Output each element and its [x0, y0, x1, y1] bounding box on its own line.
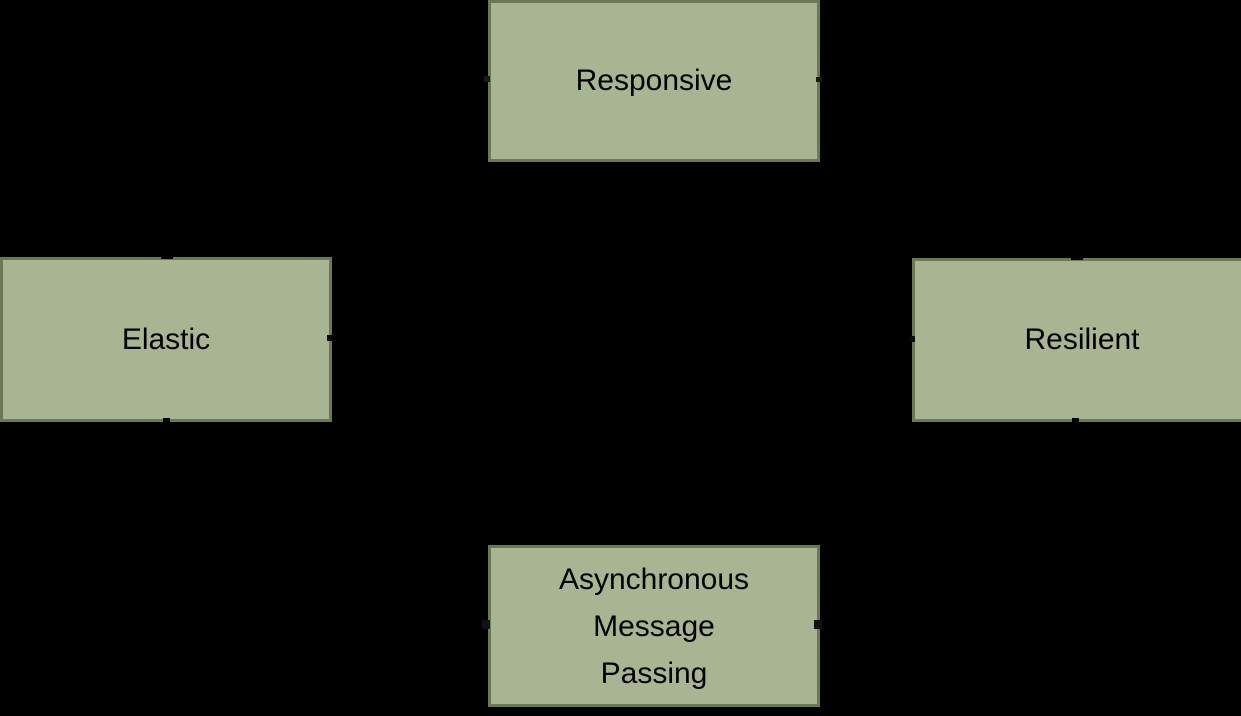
arrow-end-mark-elastic-bottom — [163, 418, 170, 422]
node-async-label-line-1: Asynchronous — [558, 562, 750, 596]
node-elastic: Elastic — [0, 257, 332, 422]
arrow-end-mark-responsive-right — [816, 77, 822, 82]
node-responsive-label: Responsive — [575, 64, 733, 97]
arrow-end-mark-resilient-bottom — [1072, 418, 1079, 422]
node-async-label: Asynchronous Message Passing — [559, 556, 749, 697]
arrow-end-mark-resilient-top — [1071, 256, 1083, 260]
arrow-end-mark-async-right — [814, 620, 822, 629]
arrow-end-mark-resilient-left — [910, 336, 915, 342]
arrow-end-mark-elastic-top — [161, 255, 173, 259]
arrow-end-mark-elastic-right — [327, 335, 332, 341]
node-elastic-label: Elastic — [121, 322, 211, 356]
node-responsive: Responsive — [488, 0, 820, 162]
arrow-end-mark-async-left — [482, 620, 490, 629]
node-async-label-line-2: Message — [593, 609, 715, 643]
node-async-label-line-3: Passing — [600, 656, 708, 690]
node-resilient: Resilient — [912, 258, 1241, 422]
node-resilient-label: Resilient — [1024, 323, 1140, 356]
arrow-end-mark-responsive-left — [484, 76, 490, 82]
node-async-message-passing: Asynchronous Message Passing — [488, 545, 820, 707]
